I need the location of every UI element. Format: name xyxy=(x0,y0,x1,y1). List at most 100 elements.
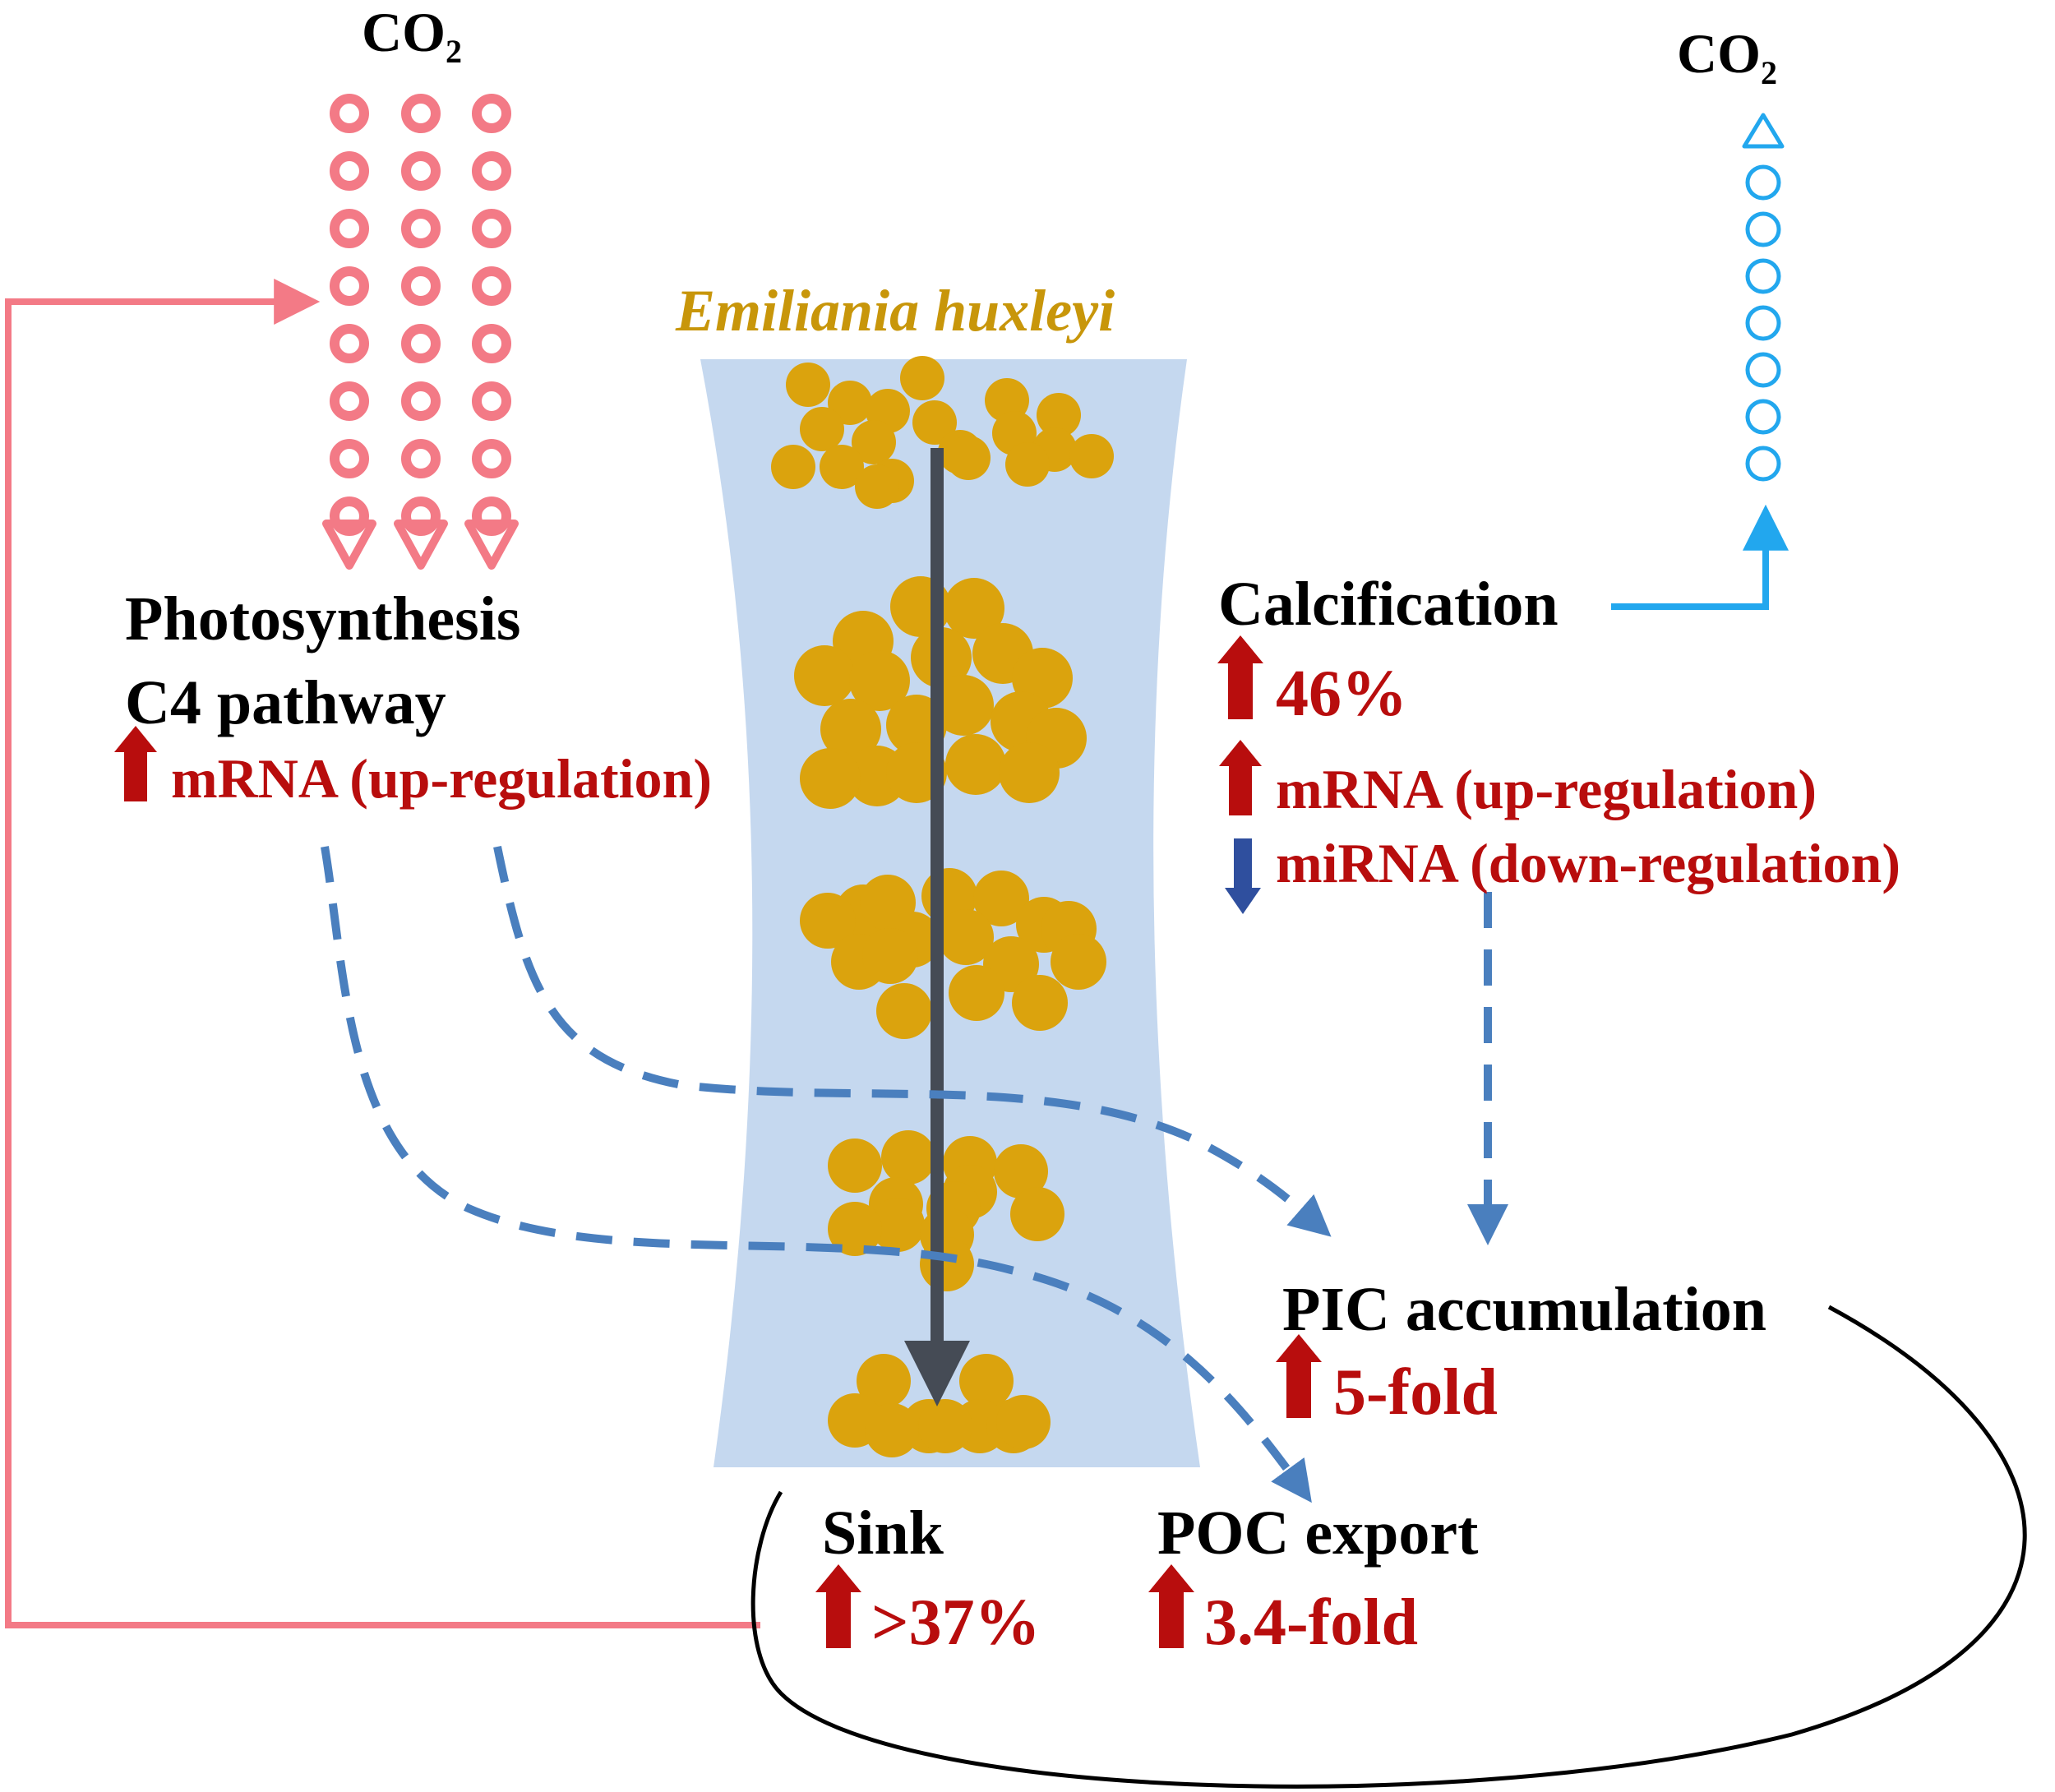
co2-bubble-icon xyxy=(472,496,511,536)
coccolith-cell-icon xyxy=(849,650,910,711)
c4-pathway-label: C4 pathway xyxy=(125,668,446,737)
co2-bubble-icon xyxy=(1745,446,1781,482)
coccolith-cell-icon xyxy=(881,1130,935,1185)
dashed-flow-photosynthesis-to-poc xyxy=(321,846,1312,1503)
coccolith-cells xyxy=(771,356,1114,1457)
co2-bubble-icon xyxy=(1745,399,1781,435)
coccolith-cell-icon xyxy=(933,675,994,736)
up-arrow-icon xyxy=(815,1564,861,1648)
feedback-loop-arrow xyxy=(5,279,760,1628)
calcification-title: Calcification xyxy=(1218,570,1559,639)
coccolith-cell-icon xyxy=(1069,434,1114,478)
down-arrow-icon xyxy=(1225,838,1261,914)
co2-bubble-icon xyxy=(472,324,511,363)
co2-triangle-icon xyxy=(394,520,448,570)
photosynthesis-mrna-label: mRNA (up-regulation) xyxy=(171,747,712,810)
coccolith-cell-icon xyxy=(994,1144,1048,1199)
co2-bubble-icon xyxy=(330,94,369,133)
coccolith-cell-icon xyxy=(1005,442,1050,487)
cell-cluster-1 xyxy=(771,356,1114,509)
coccolith-cell-icon xyxy=(949,965,1004,1021)
co2-bubble-icon xyxy=(472,381,511,421)
co2-bubble-icon xyxy=(472,94,511,133)
coccolith-cell-icon xyxy=(865,1403,919,1457)
co2-bubble-icon xyxy=(1745,211,1781,247)
coccolith-cell-icon xyxy=(855,464,899,509)
co2-bubble-icon xyxy=(472,151,511,191)
co2-bubble-icon xyxy=(330,496,369,536)
coccolith-cell-icon xyxy=(1037,393,1081,437)
coccolith-cell-icon xyxy=(771,445,815,489)
poc-export-title: POC export xyxy=(1157,1499,1478,1568)
species-title: Emiliania huxleyi xyxy=(675,278,1115,344)
co2-release-bubbles xyxy=(1742,113,1785,482)
coccolith-cell-icon xyxy=(820,445,864,489)
up-arrow-icon xyxy=(1276,1334,1322,1418)
co2-bubble-icon xyxy=(472,266,511,306)
coccolith-cell-icon xyxy=(828,1138,882,1193)
photosynthesis-title: Photosynthesis xyxy=(125,584,520,654)
co2-bubble-icon xyxy=(472,209,511,248)
cell-cluster-5 xyxy=(828,1354,1051,1457)
coccolith-cell-icon xyxy=(944,578,1004,639)
co2-bubble-icon xyxy=(401,381,441,421)
coccolith-cell-icon xyxy=(786,363,830,407)
co2-bubble-icon xyxy=(330,439,369,478)
co2-label-left: CO2 xyxy=(362,1,462,70)
calcification-co2-arrow xyxy=(1611,504,1789,610)
sink-value: >37% xyxy=(871,1586,1041,1659)
co2-bubble-icon xyxy=(1745,258,1781,294)
co2-bubble-icon xyxy=(401,94,441,133)
calcification-mirna-label: miRNA (down-regulation) xyxy=(1276,832,1900,894)
coccolith-cell-icon xyxy=(938,909,994,965)
coccolith-cell-icon xyxy=(1051,934,1106,990)
co2-bubble-icon xyxy=(330,324,369,363)
dashed-flow-photosynthesis-to-pic xyxy=(493,845,1332,1237)
coccolith-cell-icon xyxy=(912,400,957,445)
coccolith-cell-icon xyxy=(857,1354,911,1408)
co2-bubble-icon xyxy=(401,439,441,478)
coccolith-cell-icon xyxy=(920,1237,974,1291)
coccolith-cell-icon xyxy=(1010,1187,1064,1241)
pic-accumulation-value: 5-fold xyxy=(1333,1356,1498,1429)
cell-cluster-3 xyxy=(800,868,1106,1039)
up-arrow-icon xyxy=(114,726,157,801)
co2-bubble-icon xyxy=(330,209,369,248)
up-arrow-icon xyxy=(1217,635,1263,719)
coccolith-cell-icon xyxy=(876,983,932,1039)
co2-bubble-icon xyxy=(330,151,369,191)
co2-triangle-icon xyxy=(322,520,376,570)
co2-bubble-icon xyxy=(1745,352,1781,388)
up-arrow-icon xyxy=(1148,1564,1194,1648)
co2-bubble-icon xyxy=(330,266,369,306)
cell-cluster-2 xyxy=(794,576,1087,809)
coccolith-cell-icon xyxy=(828,381,872,425)
calcification-value: 46% xyxy=(1276,658,1407,730)
coccolith-cell-icon xyxy=(996,1395,1051,1449)
coccolith-cell-icon xyxy=(820,699,881,760)
coccolith-cell-icon xyxy=(852,420,896,464)
co2-bubble-icon xyxy=(401,209,441,248)
coccolith-cell-icon xyxy=(973,871,1029,926)
coccolith-cell-icon xyxy=(900,356,944,400)
coccolith-cell-icon xyxy=(1012,975,1068,1031)
coccolith-cell-icon xyxy=(870,1198,925,1252)
carbon-pump-loop xyxy=(750,1305,2027,1789)
co2-triangle-icon xyxy=(464,520,519,570)
co2-bubble-icon xyxy=(1745,305,1781,341)
co2-bubble-icon xyxy=(401,324,441,363)
coccolith-cell-icon xyxy=(828,1202,882,1256)
coccolith-cell-icon xyxy=(800,748,861,809)
calcification-mrna-label: mRNA (up-regulation) xyxy=(1276,758,1817,820)
co2-bubble-icon xyxy=(401,151,441,191)
coccolith-cell-icon xyxy=(945,734,1006,795)
coccolith-cell-icon xyxy=(800,407,844,451)
co2-uptake-bubbles xyxy=(322,94,519,570)
coccolith-cell-icon xyxy=(800,893,856,949)
coccolith-cell-icon xyxy=(999,742,1060,803)
coccolith-cell-icon xyxy=(959,1354,1014,1408)
coccolith-cell-icon xyxy=(946,436,991,480)
poc-export-value: 3.4-fold xyxy=(1204,1586,1418,1659)
coccolith-cell-icon xyxy=(918,1399,972,1453)
